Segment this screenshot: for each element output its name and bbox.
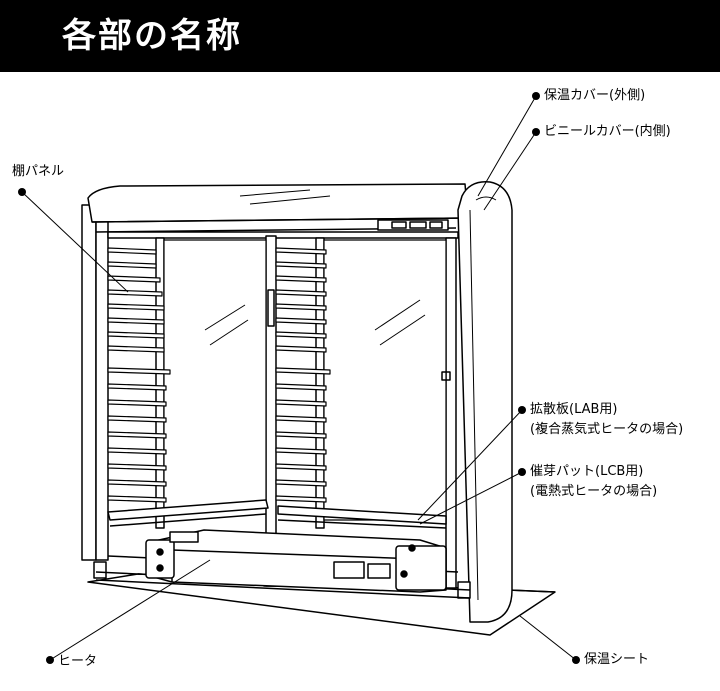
label-outer-cover: 保温カバー(外側) [544,88,646,103]
dot-germination [518,468,526,476]
glass-door-left [163,239,275,509]
dot-sheet [572,656,580,664]
label-diffuser-plate: 拡散板(LAB用) [530,402,618,417]
glass-door-right [323,239,451,521]
cabinet-diagram [18,92,580,664]
label-diffuser-note: (複合蒸気式ヒータの場合) [530,422,684,437]
dot-vinyl-cover [532,128,540,136]
label-germination-note: (電熱式ヒータの場合) [530,484,658,499]
shelf-panels-right [275,247,331,503]
diffuser-plate [107,499,447,529]
dot-diffuser [518,406,526,414]
label-vinyl-cover: ビニールカバー(内側) [544,124,671,139]
label-heater: ヒータ [58,654,98,669]
dot-outer-cover [532,92,540,100]
leader-lines [21,95,577,661]
outer-cover-roll [457,181,513,623]
label-germination-pad: 催芽パット(LCB用) [530,464,644,479]
control-panel [377,219,449,231]
top-cover [87,183,469,233]
page-title: 各部の名称 [62,16,242,56]
heater-unit [145,529,447,593]
shelf-panels-left [107,247,171,503]
leader-dots [18,92,580,664]
label-insulation-sheet: 保温シート [584,652,650,667]
dot-heater [46,656,54,664]
title-bar: 各部の名称 [0,0,720,72]
label-shelf-panel: 棚パネル [12,164,65,179]
dot-shelf-panel [18,188,26,196]
